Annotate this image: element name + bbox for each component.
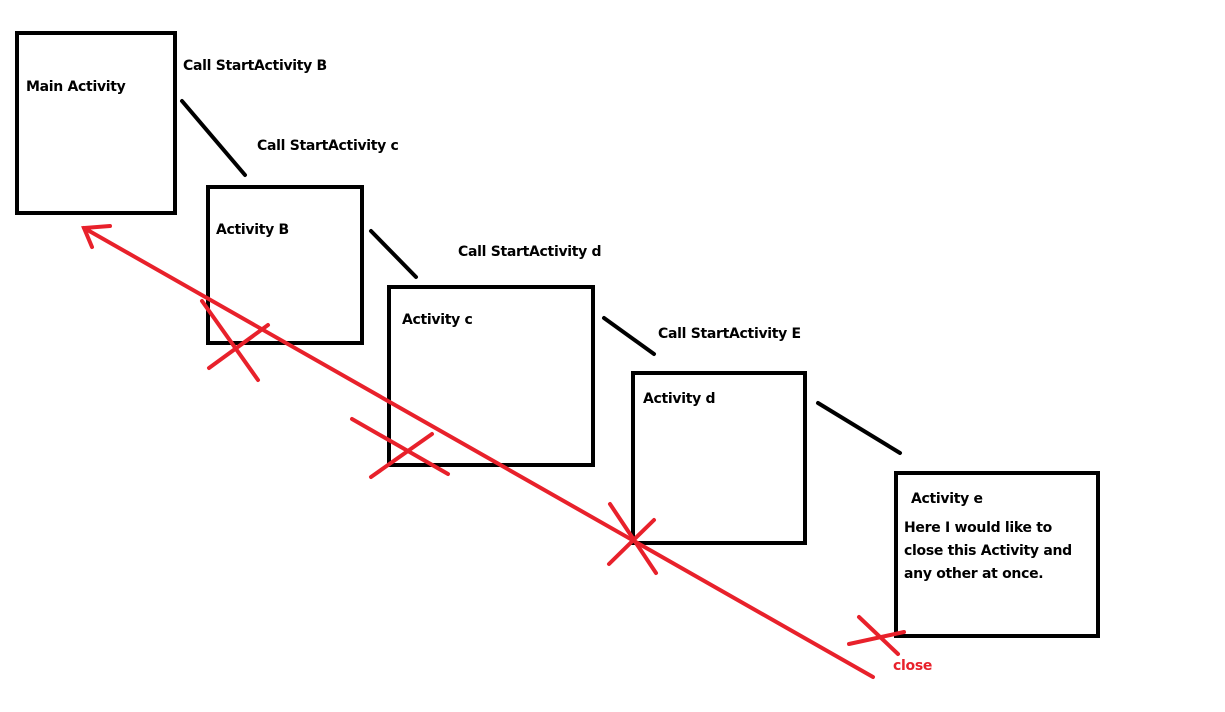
cross-activity-b-1 — [200, 299, 260, 382]
close-label: close — [893, 658, 933, 674]
close-arrow-head-icon — [81, 224, 112, 249]
activity-d-box — [631, 371, 807, 545]
connector-d-to-e — [816, 401, 902, 455]
call-label-e: Call StartActivity E — [658, 326, 801, 342]
activity-b-box — [206, 185, 364, 345]
call-label-b: Call StartActivity B — [183, 58, 327, 74]
activity-e-box — [894, 471, 1100, 638]
close-arrow-line — [82, 226, 875, 679]
cross-activity-c-1 — [350, 417, 450, 476]
cross-activity-c-2 — [369, 432, 434, 479]
cross-activity-e-1 — [857, 615, 900, 656]
activity-d-title: Activity d — [643, 391, 716, 407]
cross-activity-e-2 — [847, 630, 906, 646]
connector-b-to-c — [369, 229, 418, 279]
connector-c-to-d — [602, 316, 656, 356]
main-activity-box — [15, 31, 177, 215]
main-activity-title: Main Activity — [26, 79, 126, 95]
activity-c-title: Activity c — [402, 312, 473, 328]
cross-activity-d-2 — [607, 518, 656, 566]
cross-activity-b-2 — [207, 323, 270, 370]
connector-main-to-b — [180, 99, 247, 177]
call-label-d: Call StartActivity d — [458, 244, 602, 260]
activity-b-title: Activity B — [216, 222, 289, 238]
activity-e-title: Activity e — [911, 491, 983, 507]
call-label-c: Call StartActivity c — [257, 138, 399, 154]
activity-e-note: Here I would like to close this Activity… — [904, 520, 1072, 582]
activity-c-box — [387, 285, 595, 467]
